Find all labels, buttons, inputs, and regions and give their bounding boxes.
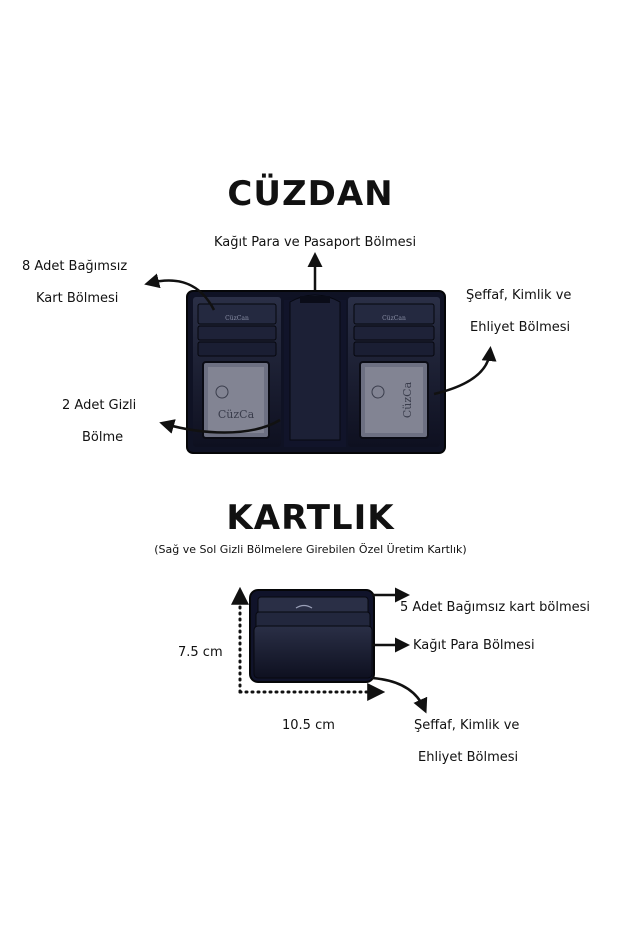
brand-emboss-left: CüzCan: [225, 315, 249, 322]
hidden-pocket-label-line1: 2 Adet Gizli: [62, 398, 137, 413]
arrow-card-slots-icon: [144, 273, 216, 311]
cardholder-title: KARTLIK: [226, 498, 395, 538]
cardholder-subtitle: (Sağ ve Sol Gizli Bölmelere Girebilen Öz…: [154, 543, 467, 556]
wallet-title: CÜZDAN: [227, 174, 394, 214]
card-slots-label-line1: 8 Adet Bağımsız: [22, 259, 128, 274]
card-slots-count-label: 5 Adet Bağımsız kart bölmesi: [400, 600, 591, 615]
clear-window-label-line1: Şeffaf, Kimlik ve: [414, 718, 520, 733]
clear-window-label-line2: Ehliyet Bölmesi: [418, 750, 519, 765]
height-dimension-label: 7.5 cm: [178, 645, 223, 660]
banknote-pocket-label: Kağıt Para Bölmesi: [413, 638, 535, 653]
width-dimension-label: 10.5 cm: [282, 718, 335, 733]
arrow-clear-window-card-icon: [371, 676, 428, 714]
cardholder-image: [249, 589, 375, 683]
open-wallet-image: CüzCan CüzCan CüzCa CüzCa: [186, 290, 446, 454]
clear-id-label-line1: Şeffaf, Kimlik ve: [466, 288, 572, 303]
brand-emboss-right: CüzCan: [382, 315, 406, 322]
banknote-passport-label: Kağıt Para ve Pasaport Bölmesi: [213, 235, 417, 250]
arrow-hidden-pocket-icon: [159, 418, 281, 434]
window-text-left: CüzCa: [218, 408, 255, 421]
arrow-clear-window-icon: [433, 346, 497, 396]
card-slots-label-line2: Kart Bölmesi: [36, 291, 119, 306]
hidden-pocket-label-line2: Bölme: [82, 430, 124, 445]
window-text-right: CüzCa: [401, 381, 414, 418]
clear-id-label-line2: Ehliyet Bölmesi: [470, 320, 571, 335]
